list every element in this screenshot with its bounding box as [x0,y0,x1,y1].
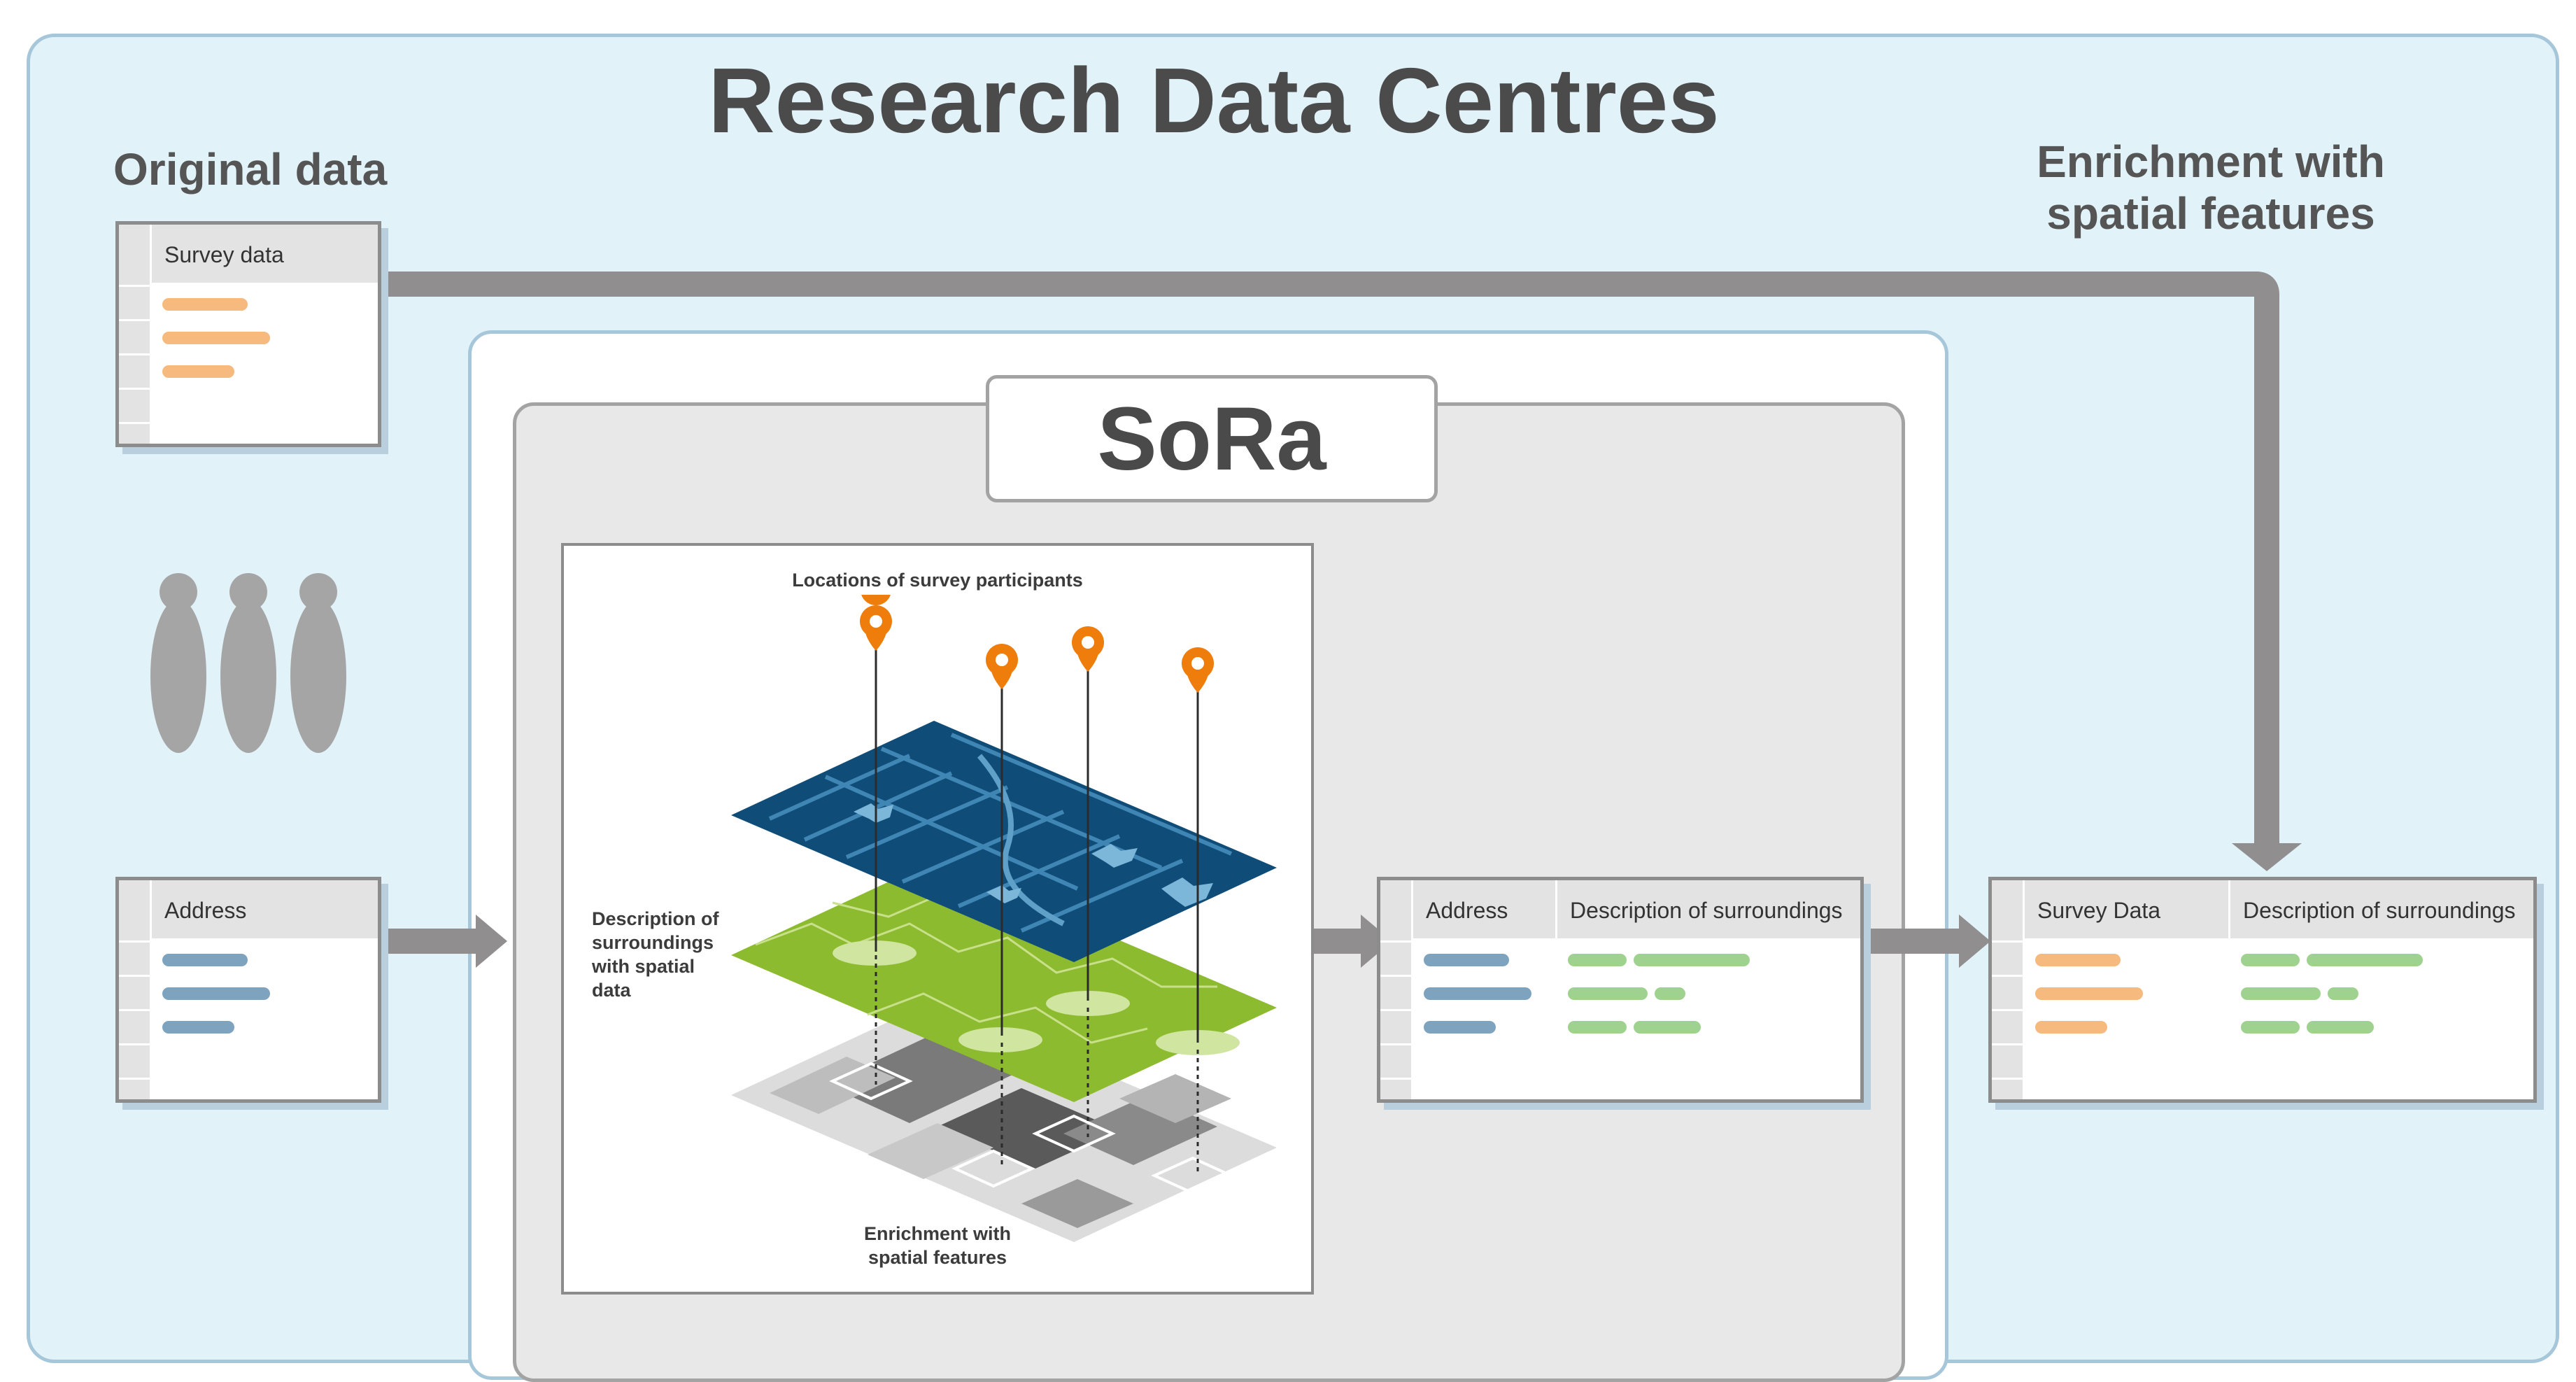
surroundings-value-bar [2241,987,2321,1000]
location-pin-icon [1072,626,1104,672]
green-layer [731,861,1277,1102]
map-side-label: Description of surroundings with spatial… [592,907,746,1002]
enrichment-heading-line2: spatial features [2046,188,2375,239]
grid-cell-highlight [1151,1156,1235,1195]
blue-layer [731,721,1277,962]
surroundings-value-bar [2328,987,2358,1000]
address-value-bar [1424,1021,1496,1034]
surroundings-column-header: Description of surroundings [1555,880,1860,940]
enrichment-heading-line1: Enrichment with [2037,136,2385,187]
map-bottom-label: Enrichment with spatial features [826,1222,1049,1269]
survey-value-bar [2035,987,2143,1000]
address-arrow-shaft [381,929,479,954]
survey-value-bar [2035,954,2121,966]
surroundings-value-bar [2241,954,2300,966]
survey-value-bar [162,332,270,344]
surroundings-value-bar [1568,987,1648,1000]
address-value-bar [1424,987,1531,1000]
enrichment-heading: Enrichment with spatial features [2001,136,2421,239]
result-arrow-head [1959,915,1990,968]
survey-enrichment-connector [381,272,2279,847]
original-data-heading: Original data [113,144,388,195]
page-title: Research Data Centres [708,49,1720,152]
map-side-label-line: surroundings [592,932,714,953]
location-pin-icon [986,644,1018,689]
survey-value-bar [162,365,234,378]
grid-cell-highlight [951,1149,1035,1188]
map-layers [731,595,1277,1242]
grid-cell-highlight [829,1062,913,1101]
address-header: Address [150,880,378,940]
map-side-label-line: Description of [592,908,719,929]
people-icon [150,573,346,753]
map-bottom-label-line: Enrichment with [863,1223,1011,1244]
surroundings-value-bar [1634,954,1750,966]
surroundings-value-bar [2307,954,2423,966]
survey-value-bar [2035,1021,2107,1034]
map-bottom-label-line: spatial features [868,1247,1007,1268]
surroundings-value-bar [1634,1021,1701,1034]
grid-cell-highlight [1032,1114,1116,1153]
address-value-bar [162,987,270,1000]
surroundings-value-bar [2241,1021,2300,1034]
location-pin-icon [860,595,892,651]
enriched-address-table: Address Description of surroundings [1377,877,1864,1103]
address-value-bar [162,954,248,966]
location-pin-icon [1182,647,1214,693]
surroundings-column-header: Description of surroundings [2228,880,2533,940]
survey-data-column-header: Survey Data [2023,880,2231,940]
pin-lines [875,633,1199,1176]
surroundings-value-bar [2307,1021,2374,1034]
address-value-bar [162,1021,234,1034]
arrow-head-down [2232,843,2302,871]
map-side-label-line: with spatial [592,956,695,977]
enriched-survey-table: Survey Data Description of surroundings [1988,877,2537,1103]
address-table: Address [115,877,381,1103]
address-value-bar [1424,954,1509,966]
surroundings-value-bar [1568,954,1627,966]
surroundings-value-bar [1568,1021,1627,1034]
sora-label: SoRa [986,375,1438,502]
survey-data-header: Survey data [150,225,378,285]
map-side-label-line: data [592,980,631,1001]
surroundings-value-bar [1655,987,1685,1000]
survey-data-table: Survey data [115,221,381,447]
survey-value-bar [162,298,248,311]
map-top-label: Locations of survey participants [792,570,1083,591]
